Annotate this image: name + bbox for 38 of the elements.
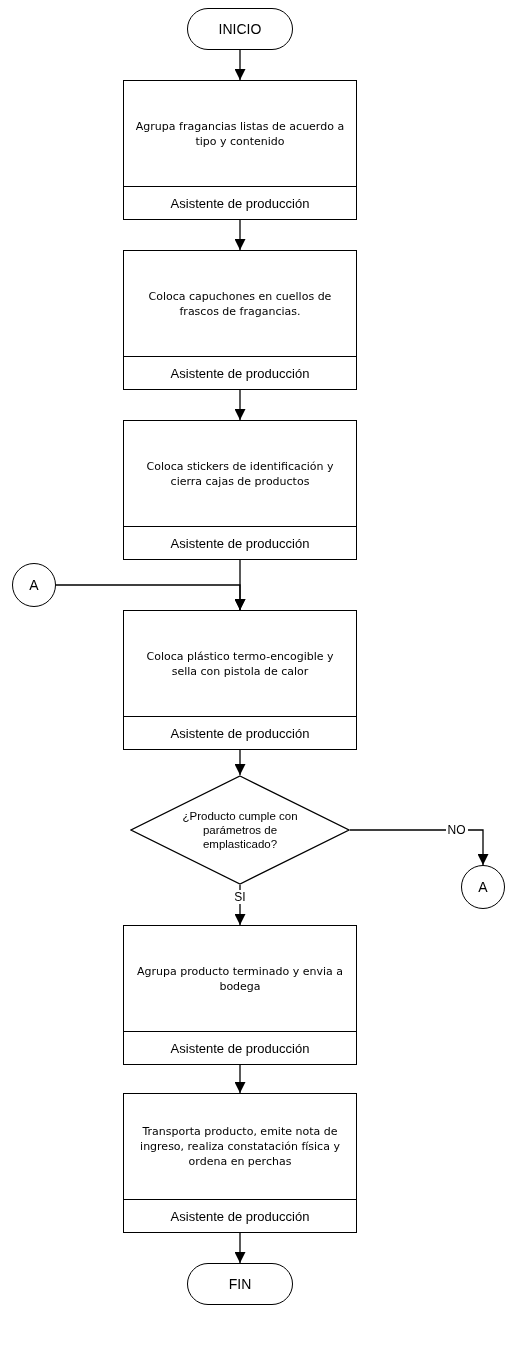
edge-label: NO xyxy=(445,823,468,837)
terminal-shape xyxy=(187,1263,293,1305)
terminal-label: INICIO xyxy=(218,21,262,37)
responsible-role: Asistente de producción xyxy=(124,716,356,749)
task-description: Coloca stickers de identificación y cierra cajas de productos xyxy=(145,458,335,489)
responsible-role: Asistente de producción xyxy=(124,1199,356,1232)
process-box xyxy=(123,925,357,1065)
terminal-label: FIN xyxy=(228,1276,252,1292)
task-description: Transporta producto, emite nota de ingreso, realiza constatación física y ordena en perchas xyxy=(139,1124,341,1169)
arrow xyxy=(55,584,246,611)
arrow xyxy=(349,829,489,866)
task-description: Agrupa fragancias listas de acuerdo a tipo y contenido xyxy=(134,118,346,149)
arrow xyxy=(234,749,246,776)
task-description: Agrupa producto terminado y envia a bodega xyxy=(135,963,345,994)
terminal-shape xyxy=(187,8,293,50)
responsible-role: Asistente de producción xyxy=(124,1031,356,1064)
arrow xyxy=(234,389,246,421)
connector-circle xyxy=(12,563,56,607)
edge-label: SI xyxy=(232,890,248,904)
responsible-role: Asistente de producción xyxy=(124,526,356,559)
connector-label: A xyxy=(478,879,488,895)
connector-circle xyxy=(461,865,505,909)
process-box xyxy=(123,1093,357,1233)
decision-question: ¿Producto cumple con parámetros de emplasticado? xyxy=(181,809,299,851)
task-description: Coloca capuchones en cuellos de frascos de fragancias. xyxy=(147,288,333,319)
arrow xyxy=(234,1232,246,1264)
arrow xyxy=(234,1064,246,1094)
process-box xyxy=(123,80,357,220)
decision-diamond xyxy=(130,775,350,885)
connector-label: A xyxy=(29,577,39,593)
task-description: Coloca plástico termo-encogible y sella con pistola de calor xyxy=(145,648,335,679)
arrow xyxy=(234,219,246,251)
responsible-role: Asistente de producción xyxy=(124,186,356,219)
responsible-role: Asistente de producción xyxy=(124,356,356,389)
process-box xyxy=(123,610,357,750)
process-box xyxy=(123,250,357,390)
arrow xyxy=(234,49,246,81)
process-box xyxy=(123,420,357,560)
